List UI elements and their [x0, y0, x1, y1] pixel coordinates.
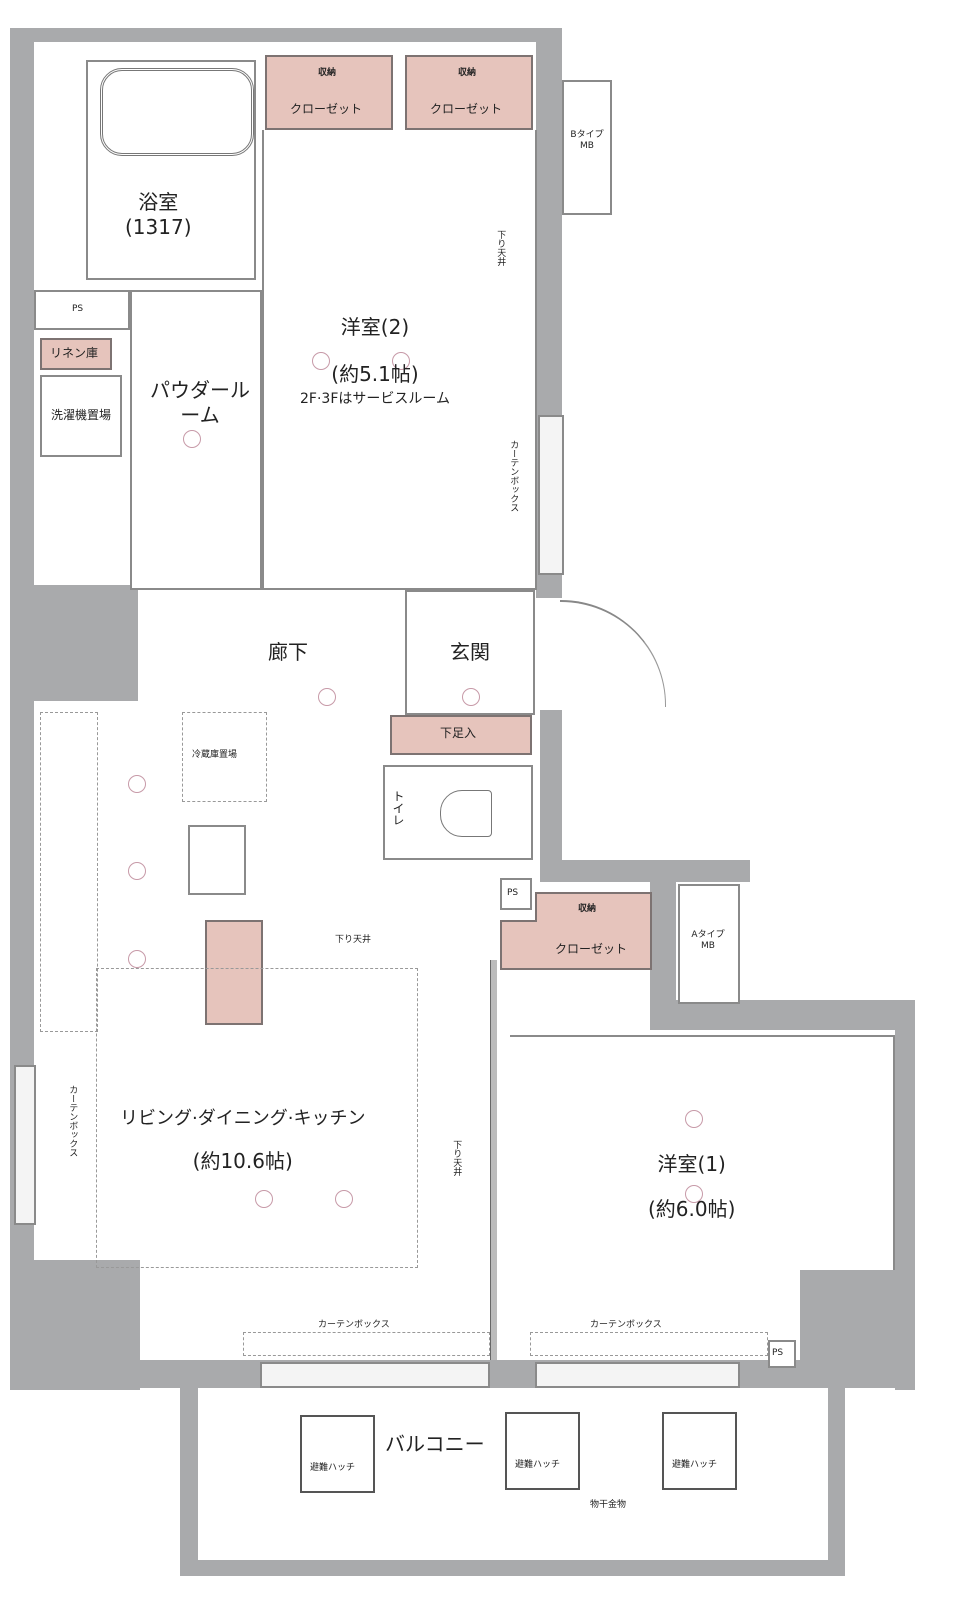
- ps-top: [34, 290, 130, 330]
- entrance-label: 玄関: [450, 640, 490, 664]
- fridge-label: 冷蔵庫置場: [192, 750, 238, 760]
- bathroom-label: 浴室(1317): [125, 190, 192, 239]
- ceiling-label-2: 下り天井: [451, 1140, 462, 1176]
- ps-bottom-label: PS: [772, 1348, 784, 1358]
- ceiling-light-icon: [335, 1190, 353, 1208]
- evacuation-hatch-2: [505, 1412, 580, 1490]
- hall-label: 廊下: [268, 640, 308, 664]
- wall: [650, 1000, 905, 1030]
- toilet-label: トイレ: [391, 790, 405, 826]
- bathroom: [86, 60, 256, 280]
- closet-middle-top-label: 収納: [578, 904, 597, 914]
- closet-right-label: クローゼット: [430, 102, 503, 116]
- ps-bottom: [768, 1340, 796, 1368]
- ceiling-light-icon: [392, 352, 410, 370]
- dropped-ceiling-ldk: [96, 968, 418, 1268]
- ceiling-light-icon: [685, 1185, 703, 1203]
- window-ldk[interactable]: [260, 1362, 490, 1388]
- western-room-2-label: 洋室(2) (約5.1帖) 2F·3Fはサービスルーム: [300, 315, 450, 407]
- ceiling-light-icon: [128, 950, 146, 968]
- wall: [540, 710, 562, 880]
- closet-right: [405, 55, 533, 130]
- ps-middle: [500, 878, 532, 910]
- closet-left-top-label: 収納: [318, 68, 337, 78]
- closet-left-label: クローゼット: [290, 102, 363, 116]
- washer-space: [40, 375, 122, 457]
- drying-rack-label: 物干金物: [590, 1500, 627, 1510]
- window-western-2[interactable]: [538, 415, 564, 575]
- balcony-label: バルコニー: [385, 1432, 485, 1456]
- ceiling-light-icon: [318, 688, 336, 706]
- closet-right-top-label: 収納: [458, 68, 477, 78]
- wall: [650, 882, 676, 1022]
- ceiling-light-icon: [128, 775, 146, 793]
- ceiling-light-icon: [255, 1190, 273, 1208]
- ceiling-label-3: 下り天井: [495, 230, 506, 266]
- fridge-space: [182, 712, 267, 802]
- shoe-cabinet-label: 下足入: [440, 726, 477, 740]
- wall: [10, 28, 550, 42]
- linen-label: リネン庫: [50, 346, 99, 360]
- closet-middle-label: クローゼット: [555, 942, 628, 956]
- hatch-label-2: 避難ハッチ: [515, 1460, 561, 1470]
- curtain-box-label-2: カーテンボックス: [318, 1320, 390, 1330]
- wall: [180, 1560, 845, 1576]
- ceiling-light-icon: [462, 688, 480, 706]
- ceiling-light-icon: [312, 352, 330, 370]
- toilet-bowl-icon: [440, 790, 492, 837]
- western-room-1-label: 洋室(1) (約6.0帖): [648, 1152, 736, 1221]
- ps-top-label: PS: [72, 304, 84, 314]
- curtain-box-label-1: カーテンボックス: [67, 1085, 78, 1157]
- curtain-box-label-3: カーテンボックス: [590, 1320, 662, 1330]
- window-ldk-side[interactable]: [14, 1065, 36, 1225]
- meter-box-a: [678, 884, 740, 1004]
- wall: [540, 860, 750, 882]
- closet-left: [265, 55, 393, 130]
- wall: [10, 1260, 140, 1390]
- wall: [180, 1388, 198, 1568]
- curtain-box-label-4: カーテンボックス: [508, 440, 519, 512]
- hatch-label-3: 避難ハッチ: [672, 1460, 718, 1470]
- curtain-box-1: [243, 1332, 490, 1356]
- kitchen-stove: [205, 920, 263, 1025]
- ceiling-light-icon: [183, 430, 201, 448]
- closet-middle: [535, 892, 652, 970]
- wall: [828, 1388, 845, 1573]
- ceiling-label-1: 下り天井: [335, 935, 372, 945]
- kitchen-counter: [40, 712, 98, 1032]
- meter-box-b-label: Bタイプ MB: [570, 130, 604, 152]
- ldk-label: リビング·ダイニング·キッチン (約10.6帖): [120, 1108, 366, 1173]
- curtain-box-2: [530, 1332, 768, 1356]
- western-room-1: [510, 1035, 895, 1270]
- washer-label: 洗濯機置場: [50, 408, 111, 422]
- ps-middle-label: PS: [507, 888, 519, 898]
- powder-room-label: パウダールーム: [150, 378, 250, 427]
- ceiling-light-icon: [128, 862, 146, 880]
- ceiling-light-icon: [685, 1110, 703, 1128]
- evacuation-hatch-1: [300, 1415, 375, 1493]
- wall: [34, 585, 138, 701]
- closet-middle-lower: [500, 920, 537, 970]
- kitchen-sink: [188, 825, 246, 895]
- hatch-label-1: 避難ハッチ: [310, 1463, 356, 1473]
- bathtub: [100, 68, 254, 156]
- front-door[interactable]: [560, 600, 666, 707]
- toilet: [383, 765, 533, 860]
- meter-box-b: [562, 80, 612, 215]
- window-western-1[interactable]: [535, 1362, 740, 1388]
- shoe-cabinet: [390, 715, 532, 755]
- evacuation-hatch-3: [662, 1412, 737, 1490]
- linen-storage: [40, 338, 112, 370]
- meter-box-a-label: Aタイプ MB: [691, 930, 725, 952]
- partition-wall: [490, 960, 497, 1360]
